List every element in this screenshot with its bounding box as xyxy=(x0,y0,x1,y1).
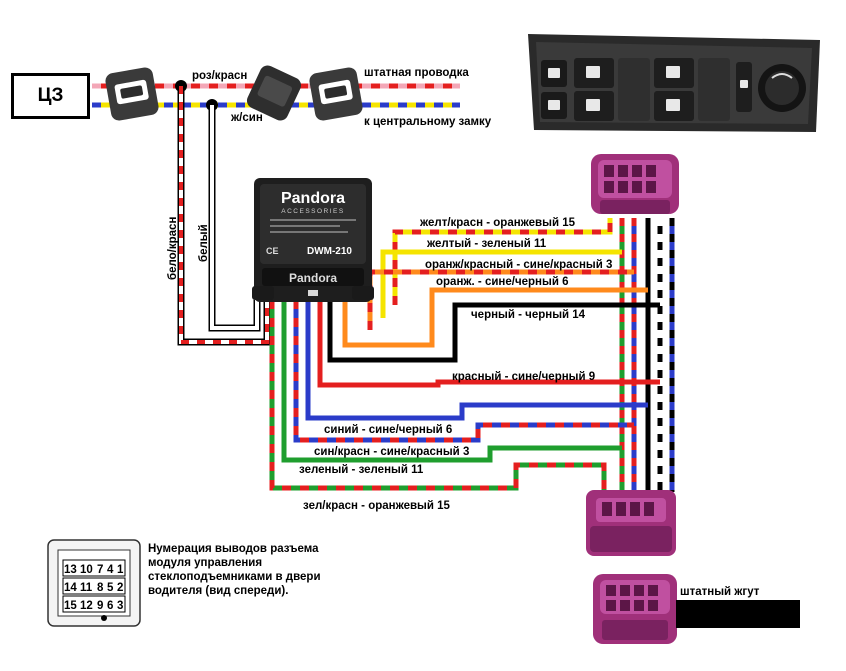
wire-blue-red xyxy=(293,300,634,443)
connector-top-magenta xyxy=(591,154,679,214)
label-pink-red: роз/красн xyxy=(192,70,247,82)
pin-3: 3 xyxy=(117,600,123,612)
module-bottom-brand: Pandora xyxy=(289,271,337,285)
wire-green-red xyxy=(269,300,607,492)
pin-4: 4 xyxy=(107,564,114,576)
label-white-red: бело/красн xyxy=(167,217,179,280)
pin-6: 6 xyxy=(107,600,113,612)
wire-yellow-red xyxy=(392,218,613,305)
module-ce-mark: CE xyxy=(266,246,279,256)
label-upper-wire-2: желтый - зеленый 11 xyxy=(426,238,547,250)
label-factory-wiring: штатная проводка xyxy=(364,67,469,79)
pinout-diagram: 13 10 7 4 1 14 11 8 5 2 15 12 9 6 3 xyxy=(47,539,141,627)
right-bus xyxy=(619,218,675,492)
wire-white-red xyxy=(177,86,271,346)
pin-11: 11 xyxy=(80,582,93,594)
wire-black xyxy=(327,300,660,363)
pin-2: 2 xyxy=(117,582,123,594)
pin-5: 5 xyxy=(107,582,114,594)
label-to-central-lock: к центральному замку xyxy=(364,116,492,128)
label-yellow-blue: ж/син xyxy=(230,112,263,124)
pin-10: 10 xyxy=(80,564,93,576)
connector-bottom-magenta xyxy=(586,490,676,556)
wire-green xyxy=(281,300,622,463)
label-white: белый xyxy=(198,224,210,262)
wire-blue xyxy=(305,300,648,421)
connector-central-lock-left xyxy=(105,67,159,121)
pin-7: 7 xyxy=(97,564,103,576)
module-subtitle: ACCESSORIES xyxy=(281,208,344,215)
window-control-panel xyxy=(528,34,820,132)
connector-central-lock-right xyxy=(309,67,363,121)
module-model: DWM-210 xyxy=(307,246,352,257)
label-lower-wire-5: зел/красн - оранжевый 15 xyxy=(303,500,451,512)
pin-12: 12 xyxy=(80,600,93,612)
label-lower-wire-3: син/красн - сине/красный 3 xyxy=(314,446,469,458)
pin-8: 8 xyxy=(97,582,104,594)
wire-white xyxy=(208,105,261,332)
label-upper-wire-3: оранж/красный - сине/красный 3 xyxy=(425,259,612,271)
harness-label: штатный жгут xyxy=(680,586,760,598)
connector-harness-magenta xyxy=(593,574,677,644)
pin-13: 13 xyxy=(64,564,77,576)
wire-red xyxy=(317,300,660,388)
label-upper-wire-5: черный - черный 14 xyxy=(471,309,586,321)
connector-central-lock-middle xyxy=(246,65,302,121)
wire-yellow xyxy=(380,249,622,318)
label-upper-wire-4: оранж. - сине/черный 6 xyxy=(436,276,569,288)
label-lower-wire-2: синий - сине/черный 6 xyxy=(324,424,452,436)
label-upper-wire-1: желт/красн - оранжевый 15 xyxy=(419,217,576,229)
pin-1: 1 xyxy=(117,564,124,576)
wire-orange xyxy=(342,287,648,348)
pin-9: 9 xyxy=(97,600,103,612)
central-lock-label: ЦЗ xyxy=(37,85,64,106)
pin-15: 15 xyxy=(64,600,77,612)
label-lower-wire-1: красный - сине/черный 9 xyxy=(452,371,595,383)
harness-bar xyxy=(676,600,800,628)
pin-14: 14 xyxy=(64,582,77,594)
central-lock-box: ЦЗ xyxy=(11,73,90,119)
label-lower-wire-4: зеленый - зеленый 11 xyxy=(299,464,424,476)
pinout-note: Нумерация выводов разъема модуля управле… xyxy=(148,543,321,597)
module-brand: Pandora xyxy=(281,190,345,207)
pandora-module: Pandora ACCESSORIES CE DWM-210 Pandora xyxy=(252,178,374,302)
